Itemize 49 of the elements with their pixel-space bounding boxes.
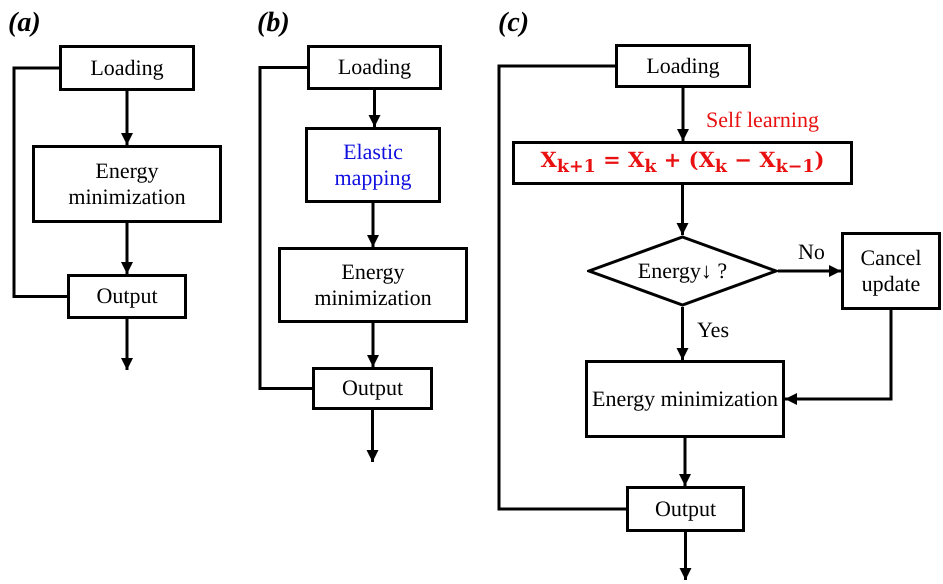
decision-diamond [587, 235, 778, 307]
arrow [778, 265, 841, 277]
step-label: Energy minimization [313, 258, 433, 312]
formula-text: X$_{k+1}$ = X$_{k}$ + (X$_{k}$ − X$_{k−1}$) [540, 147, 824, 179]
process-box [626, 486, 745, 532]
step-label: Output [342, 375, 404, 402]
connector-line [258, 66, 312, 390]
step-label: Output [654, 496, 716, 522]
process-box [67, 274, 187, 319]
process-box [278, 247, 468, 323]
process-box [615, 44, 751, 88]
step-label: Elastic mapping [334, 138, 412, 192]
step-label: Loading [338, 54, 412, 81]
arrow [679, 438, 691, 486]
edge-label: No [798, 240, 825, 264]
panel-label: (b) [257, 8, 290, 39]
edge-label: Yes [697, 318, 730, 342]
arrow [368, 90, 380, 127]
arrow [680, 532, 692, 580]
arrow [121, 91, 133, 145]
arrow [366, 410, 378, 462]
connector-line [498, 64, 626, 510]
arrow [121, 319, 133, 370]
arrow [676, 185, 688, 235]
process-box [585, 360, 785, 438]
arrow [677, 88, 689, 141]
panel-label: (c) [498, 8, 530, 39]
step-label: Energy↓ ? [638, 258, 728, 284]
step-label: Energy minimization [67, 158, 187, 210]
arrow [121, 223, 133, 274]
connector-line [12, 66, 67, 298]
arrow [367, 323, 379, 367]
arrow [367, 203, 379, 247]
step-label: Loading [90, 54, 164, 82]
panel-label: (a) [8, 8, 41, 39]
step-label: Loading [646, 52, 720, 80]
process-box [512, 141, 853, 185]
process-box [312, 367, 433, 410]
process-box [841, 232, 941, 310]
arrow [785, 310, 892, 405]
process-box [305, 127, 441, 203]
process-box [307, 45, 442, 90]
step-label: Energy minimization [592, 386, 778, 412]
process-box [32, 145, 222, 223]
process-box [59, 45, 195, 91]
step-label: Cancel update [859, 244, 923, 298]
step-label: Output [96, 283, 158, 310]
arrow [676, 307, 688, 360]
annotation-text: Self learning [706, 108, 820, 132]
